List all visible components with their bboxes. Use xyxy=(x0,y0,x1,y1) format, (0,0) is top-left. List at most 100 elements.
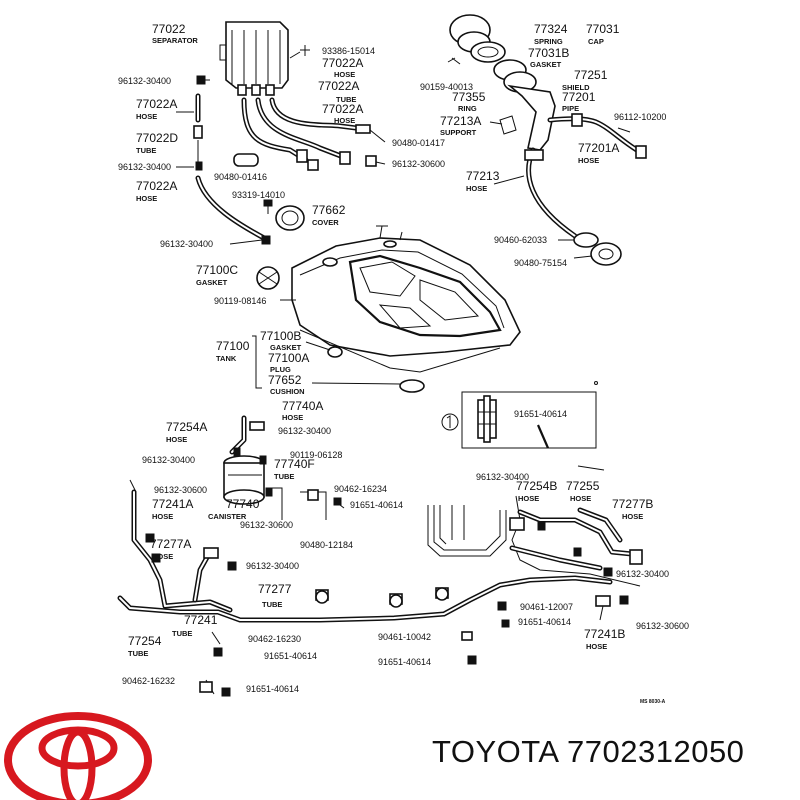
part-code: 77241B xyxy=(584,627,625,641)
part-name: HOSE xyxy=(466,184,487,193)
detail-box xyxy=(441,381,598,449)
part-name: HOSE xyxy=(578,156,599,165)
part-name: TUBE xyxy=(336,95,356,104)
part-code: 90119-08146 xyxy=(214,296,266,306)
part-code: 96112-10200 xyxy=(614,112,666,122)
part-code: 90119-06128 xyxy=(290,450,342,460)
canister-assembly xyxy=(223,415,345,520)
part-code: 77652 xyxy=(268,373,302,387)
part-code: 91651-40614 xyxy=(264,651,317,661)
part-code: 77201 xyxy=(562,90,596,104)
part-name: TUBE xyxy=(172,629,192,638)
part-code: 77255 xyxy=(566,479,600,493)
part-code: 77277 xyxy=(258,582,292,596)
part-code: 90461-10042 xyxy=(378,632,431,642)
part-code: 77254B xyxy=(516,479,557,493)
part-name: HOSE xyxy=(570,494,591,503)
part-code: 77213A xyxy=(440,114,481,128)
part-code: 93386-15014 xyxy=(322,46,375,56)
leader-lines xyxy=(129,51,631,493)
part-code: 77740A xyxy=(282,399,323,413)
part-name: HOSE xyxy=(282,413,303,422)
part-code: 77740F xyxy=(274,457,315,471)
part-code: 96132-30600 xyxy=(240,520,293,530)
part-code: 77213 xyxy=(466,169,500,183)
part-code: 96132-30400 xyxy=(118,162,171,172)
part-code: 90462-16234 xyxy=(334,484,387,494)
part-name: SUPPORT xyxy=(440,128,477,137)
part-code: 96132-30600 xyxy=(154,485,207,495)
part-code: 77277B xyxy=(612,497,653,511)
part-code: 77100A xyxy=(268,351,309,365)
part-code: 91651-40614 xyxy=(350,500,403,510)
part-code: 96132-30400 xyxy=(278,426,331,436)
drawing-code: MS 8030-A xyxy=(640,699,666,705)
part-code: 77100 xyxy=(216,339,250,353)
part-code: 90480-01417 xyxy=(392,138,445,148)
part-code: 77254A xyxy=(166,420,207,434)
part-code: 96132-30600 xyxy=(636,621,689,631)
part-name: HOSE xyxy=(622,512,643,521)
part-code: 93319-14010 xyxy=(232,190,285,200)
part-code: 77324 xyxy=(534,22,568,36)
part-code: 91651-40614 xyxy=(518,617,571,627)
separator-part xyxy=(219,21,310,96)
part-name: HOSE xyxy=(136,194,157,203)
part-number: 7702312050 xyxy=(567,734,745,769)
part-code: 77031B xyxy=(528,46,569,60)
part-name: TUBE xyxy=(274,472,294,481)
part-name: HOSE xyxy=(136,112,157,121)
part-name: TUBE xyxy=(136,146,156,155)
part-code: 77662 xyxy=(312,203,346,217)
rear-pipes xyxy=(427,495,643,628)
part-name: HOSE xyxy=(334,70,355,79)
part-name: TANK xyxy=(216,354,237,363)
part-code: 77031 xyxy=(586,22,620,36)
part-code: 96132-30400 xyxy=(142,455,195,465)
fuel-tank xyxy=(291,225,521,393)
part-code: 90159-40013 xyxy=(420,82,473,92)
filler-neck xyxy=(449,14,647,266)
part-name: HOSE xyxy=(334,116,355,125)
part-code: 90480-75154 xyxy=(514,258,567,268)
part-code: 77355 xyxy=(452,90,486,104)
part-labels: 77022 SEPARATOR 93386-15014 77022A HOSE … xyxy=(118,22,689,705)
part-code: 91651-40614 xyxy=(378,657,431,667)
part-name: HOSE xyxy=(586,642,607,651)
part-name: COVER xyxy=(312,218,339,227)
brand-name: TOYOTA xyxy=(432,734,558,769)
part-name: SPRING xyxy=(534,37,563,46)
part-name: PIPE xyxy=(562,104,579,113)
part-code: 77022A xyxy=(322,102,363,116)
part-name: HOSE xyxy=(518,494,539,503)
part-code: 77251 xyxy=(574,68,608,82)
part-code: 77254 xyxy=(128,634,162,648)
part-name: HOSE xyxy=(166,435,187,444)
part-name: SEPARATOR xyxy=(152,36,198,45)
part-code: 77100C xyxy=(196,263,238,277)
part-code: 96132-30600 xyxy=(392,159,445,169)
part-name: GASKET xyxy=(530,60,562,69)
toyota-logo xyxy=(4,712,152,800)
part-code: 90480-01416 xyxy=(214,172,267,182)
part-name: GASKET xyxy=(196,278,228,287)
part-name: CANISTER xyxy=(208,512,247,521)
left-hose-tube xyxy=(193,75,271,245)
part-code: 77022 xyxy=(152,22,186,36)
part-code: 96132-30400 xyxy=(118,76,171,86)
part-code: 90462-16230 xyxy=(248,634,301,644)
part-code: 90461-12007 xyxy=(520,602,573,612)
part-code: 77100B xyxy=(260,329,301,343)
part-name: PLUG xyxy=(270,365,291,374)
vent-hoses xyxy=(241,97,377,171)
part-code: 77022D xyxy=(136,131,178,145)
brand-caption: TOYOTA 7702312050 xyxy=(432,734,744,770)
part-name: HOSE xyxy=(152,512,173,521)
part-name: HOSE xyxy=(152,552,173,561)
part-code: 77022A xyxy=(322,56,363,70)
fuel-line-tubes xyxy=(117,489,613,697)
part-code: 77201A xyxy=(578,141,619,155)
part-name: CUSHION xyxy=(270,387,305,396)
part-code: 77022A xyxy=(136,179,177,193)
